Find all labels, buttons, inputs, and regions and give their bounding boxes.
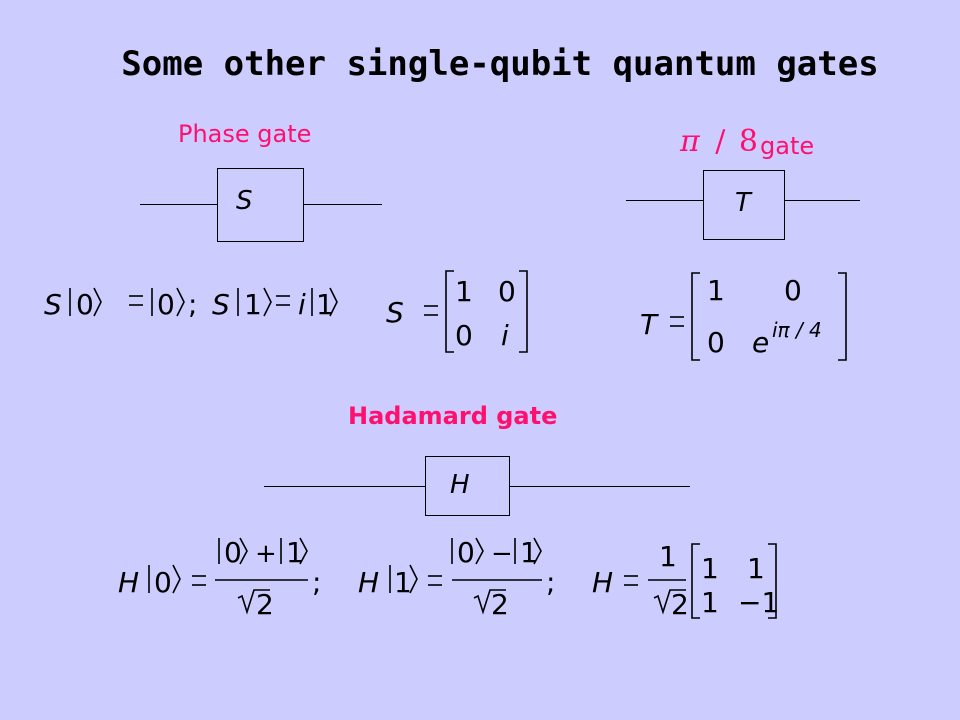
t-matrix-cell-e: e	[752, 326, 769, 359]
h0-eq-lhs: H	[118, 566, 139, 599]
pi-symbol: π	[680, 124, 700, 159]
s-gate-wire-right	[304, 204, 382, 205]
h1-eq-lhs: H	[358, 566, 379, 599]
h0-eq-ket0: 0	[154, 566, 172, 599]
h1-eq-num-ket1: 1	[520, 536, 538, 569]
slash-symbol: /	[715, 124, 726, 159]
eight-digit: 8	[738, 124, 759, 159]
h-matrix-cell: −1	[738, 586, 779, 619]
h1-eq-ket1: 1	[394, 566, 412, 599]
s-eq-symbol-2: S	[212, 288, 230, 321]
h-matrix-sqrt2: 2	[671, 588, 689, 621]
t-matrix-cell: 0	[784, 274, 802, 307]
hadamard-gate-label: Hadamard gate	[348, 402, 558, 430]
s-eq-ket0-lhs: 0	[76, 288, 94, 321]
h1-eq-minus: −	[491, 539, 513, 569]
s-matrix-cell: 0	[498, 275, 516, 308]
s-eq-ket1-rhs: 1	[316, 288, 334, 321]
slide-title: Some other single-qubit quantum gates	[121, 44, 879, 84]
h-matrix-cell: 1	[701, 552, 719, 585]
t-gate-label-word: gate	[760, 132, 815, 160]
s-matrix-cell: i	[501, 319, 509, 352]
t-gate-label-fraction: π / 8	[680, 124, 758, 159]
t-matrix-exponent: iπ / 4	[772, 318, 822, 342]
h-matrix-cell: 1	[701, 586, 719, 619]
s-gate-wire-left	[140, 204, 218, 205]
s-gate-box	[217, 168, 304, 242]
h1-eq-semicolon: ;	[546, 566, 555, 599]
h0-eq-plus: +	[255, 539, 277, 569]
s-eq-ket1-lhs: 1	[244, 288, 262, 321]
s-matrix-name: S	[386, 296, 404, 329]
h0-eq-num-ket0: 0	[224, 536, 242, 569]
h0-eq-sqrt2: 2	[256, 588, 274, 621]
t-gate-box	[703, 170, 785, 240]
h1-eq-num-ket0: 0	[457, 536, 475, 569]
h-gate-wire-left	[264, 486, 426, 487]
s-matrix-cell: 1	[455, 275, 473, 308]
h-gate-symbol: H	[450, 470, 470, 500]
s-gate-symbol: S	[236, 186, 253, 216]
s-eq-ket0-rhs: 0	[157, 288, 175, 321]
phase-gate-label: Phase gate	[178, 120, 312, 148]
t-matrix-name: T	[640, 308, 659, 341]
t-matrix-cell: 1	[707, 274, 725, 307]
s-eq-coef-i: i	[298, 288, 306, 321]
h-gate-box	[425, 456, 510, 516]
t-gate-symbol: T	[735, 188, 751, 218]
s-eq-symbol-1: S	[44, 288, 62, 321]
h0-eq-semicolon: ;	[312, 566, 321, 599]
t-matrix-cell: 0	[707, 326, 725, 359]
h0-eq-num-ket1: 1	[286, 536, 304, 569]
s-eq-semicolon: ;	[188, 288, 197, 321]
t-gate-wire-right	[785, 200, 860, 201]
t-gate-wire-left	[626, 200, 704, 201]
s-matrix-cell: 0	[455, 319, 473, 352]
h-matrix-prefactor: 1	[659, 540, 677, 573]
h-gate-wire-right	[510, 486, 690, 487]
h1-eq-sqrt2: 2	[491, 588, 509, 621]
h-matrix-cell: 1	[747, 552, 765, 585]
h-matrix-name: H	[592, 566, 613, 599]
